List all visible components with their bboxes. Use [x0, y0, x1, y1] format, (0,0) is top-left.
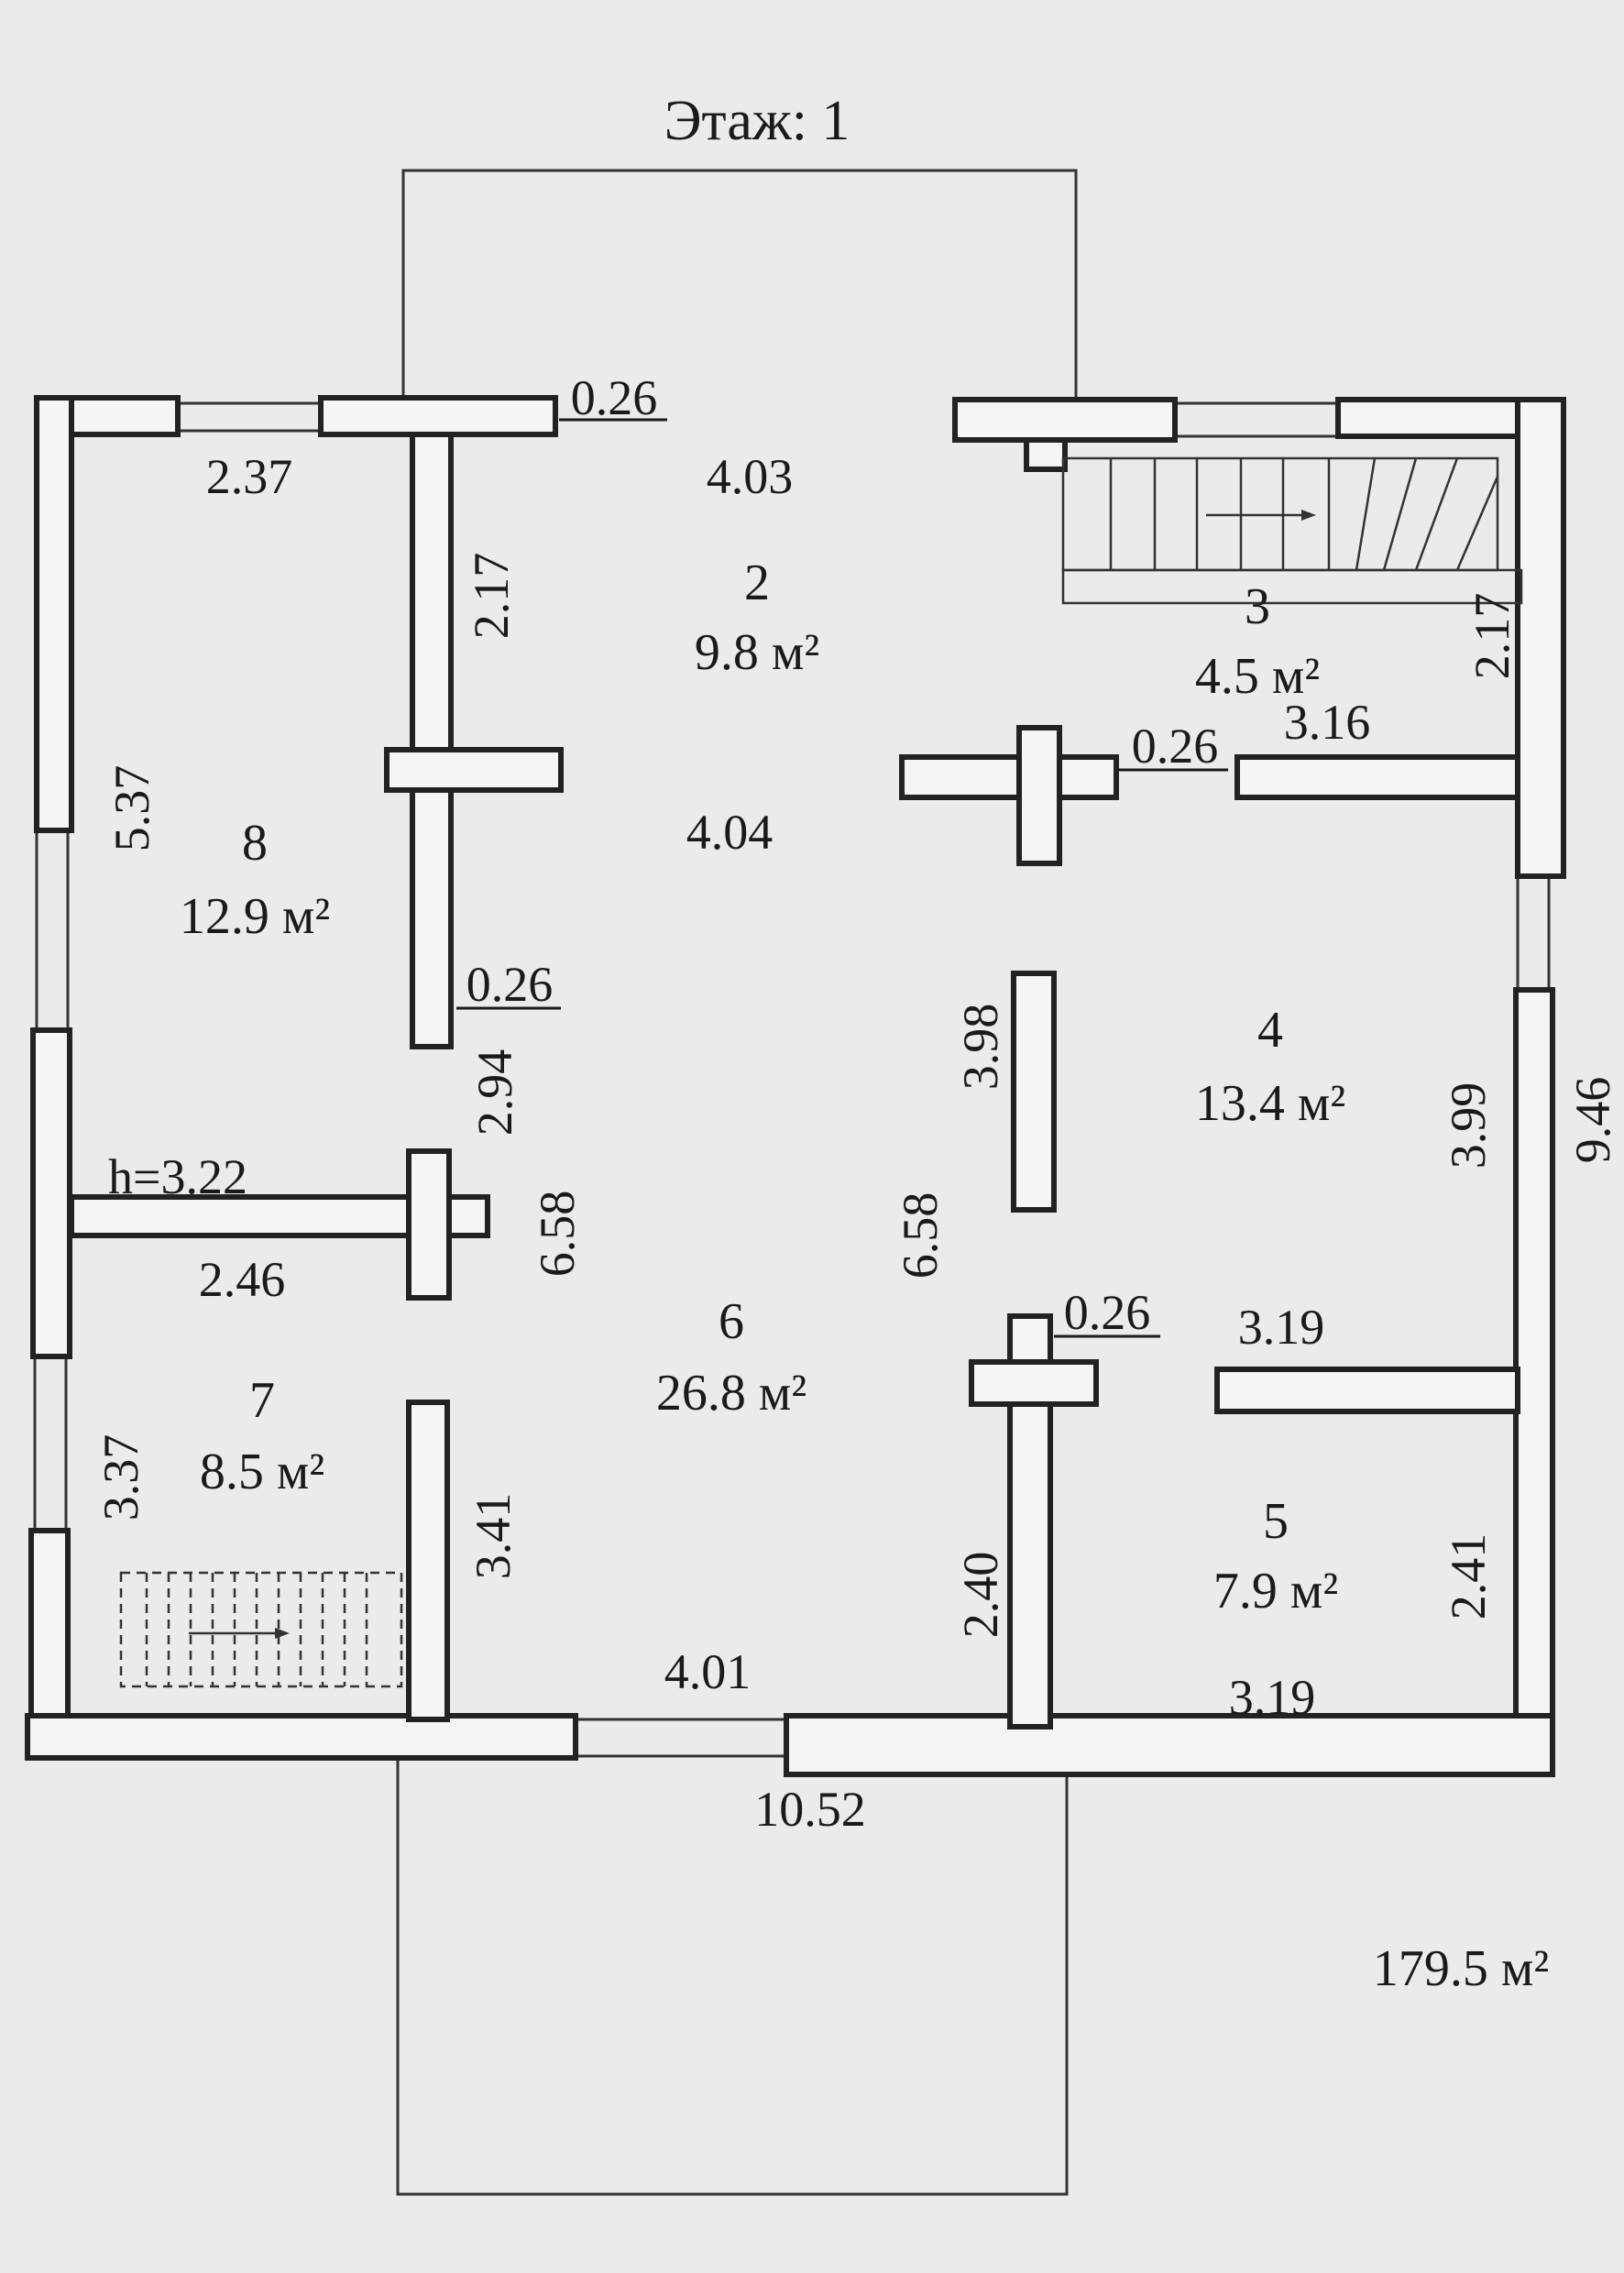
room-8-area: 12.9 м² — [180, 888, 330, 945]
dim-9-46: 9.46 — [1565, 1077, 1620, 1164]
dim-2-17-left: 2.17 — [464, 553, 519, 640]
dim-3-19-bottom: 3.19 — [1229, 1670, 1316, 1725]
room-7-area: 8.5 м² — [200, 1444, 324, 1500]
total-area: 179.5 м² — [1373, 1940, 1549, 1997]
room-8-number: 8 — [242, 815, 268, 872]
stair-arrow-icon — [1301, 510, 1316, 521]
room-6-area: 26.8 м² — [656, 1365, 807, 1422]
room-6-number: 6 — [719, 1293, 744, 1350]
dim-10-52: 10.52 — [754, 1782, 866, 1837]
staircase-top — [1061, 456, 1523, 605]
window-lines — [33, 401, 1551, 1758]
dim-2-17-right: 2.17 — [1465, 593, 1520, 680]
dim-0-26-top: 0.26 — [571, 370, 658, 425]
bottom-porch-outline — [396, 1754, 1069, 2196]
dim-0-26-left: 0.26 — [466, 957, 554, 1012]
dim-2-94: 2.94 — [467, 1049, 522, 1136]
dim-3-19-mid: 3.19 — [1238, 1300, 1325, 1355]
room-2-number: 2 — [744, 555, 770, 611]
room-5-area: 7.9 м² — [1213, 1563, 1338, 1620]
dim-h-3-22: h=3.22 — [108, 1149, 247, 1204]
dim-4-03: 4.03 — [707, 449, 794, 504]
dim-6-58-right: 6.58 — [893, 1192, 948, 1279]
room-3-area: 4.5 м² — [1195, 648, 1320, 705]
dim-5-37: 5.37 — [104, 765, 159, 852]
room-2-area: 9.8 м² — [695, 624, 819, 681]
dim-3-99: 3.99 — [1441, 1082, 1496, 1169]
top-porch-outline — [401, 169, 1078, 400]
dim-3-37: 3.37 — [93, 1434, 148, 1521]
room-4-area: 13.4 м² — [1195, 1075, 1345, 1132]
room-5-number: 5 — [1263, 1493, 1289, 1550]
staircase-bottom — [119, 1571, 403, 1688]
room-7-number: 7 — [249, 1372, 275, 1429]
walls — [25, 395, 1566, 1777]
room-3-number: 3 — [1245, 578, 1270, 635]
stair-arrow-bottom-icon — [275, 1628, 290, 1639]
floor-title: Этаж: 1 — [664, 90, 850, 152]
dim-2-46: 2.46 — [199, 1252, 286, 1307]
dim-4-04: 4.04 — [686, 805, 774, 860]
dim-6-58-left: 6.58 — [530, 1191, 585, 1278]
dim-2-41: 2.41 — [1441, 1533, 1496, 1620]
room-4-number: 4 — [1257, 1002, 1283, 1059]
dim-3-16: 3.16 — [1284, 695, 1371, 750]
dim-2-40: 2.40 — [953, 1552, 1008, 1639]
dim-0-26-low: 0.26 — [1064, 1285, 1151, 1340]
dim-0-26-mid: 0.26 — [1132, 719, 1219, 774]
dim-3-98: 3.98 — [953, 1004, 1008, 1091]
dim-3-41: 3.41 — [466, 1493, 521, 1580]
dim-4-01: 4.01 — [664, 1644, 752, 1699]
dim-2-37: 2.37 — [206, 449, 293, 504]
